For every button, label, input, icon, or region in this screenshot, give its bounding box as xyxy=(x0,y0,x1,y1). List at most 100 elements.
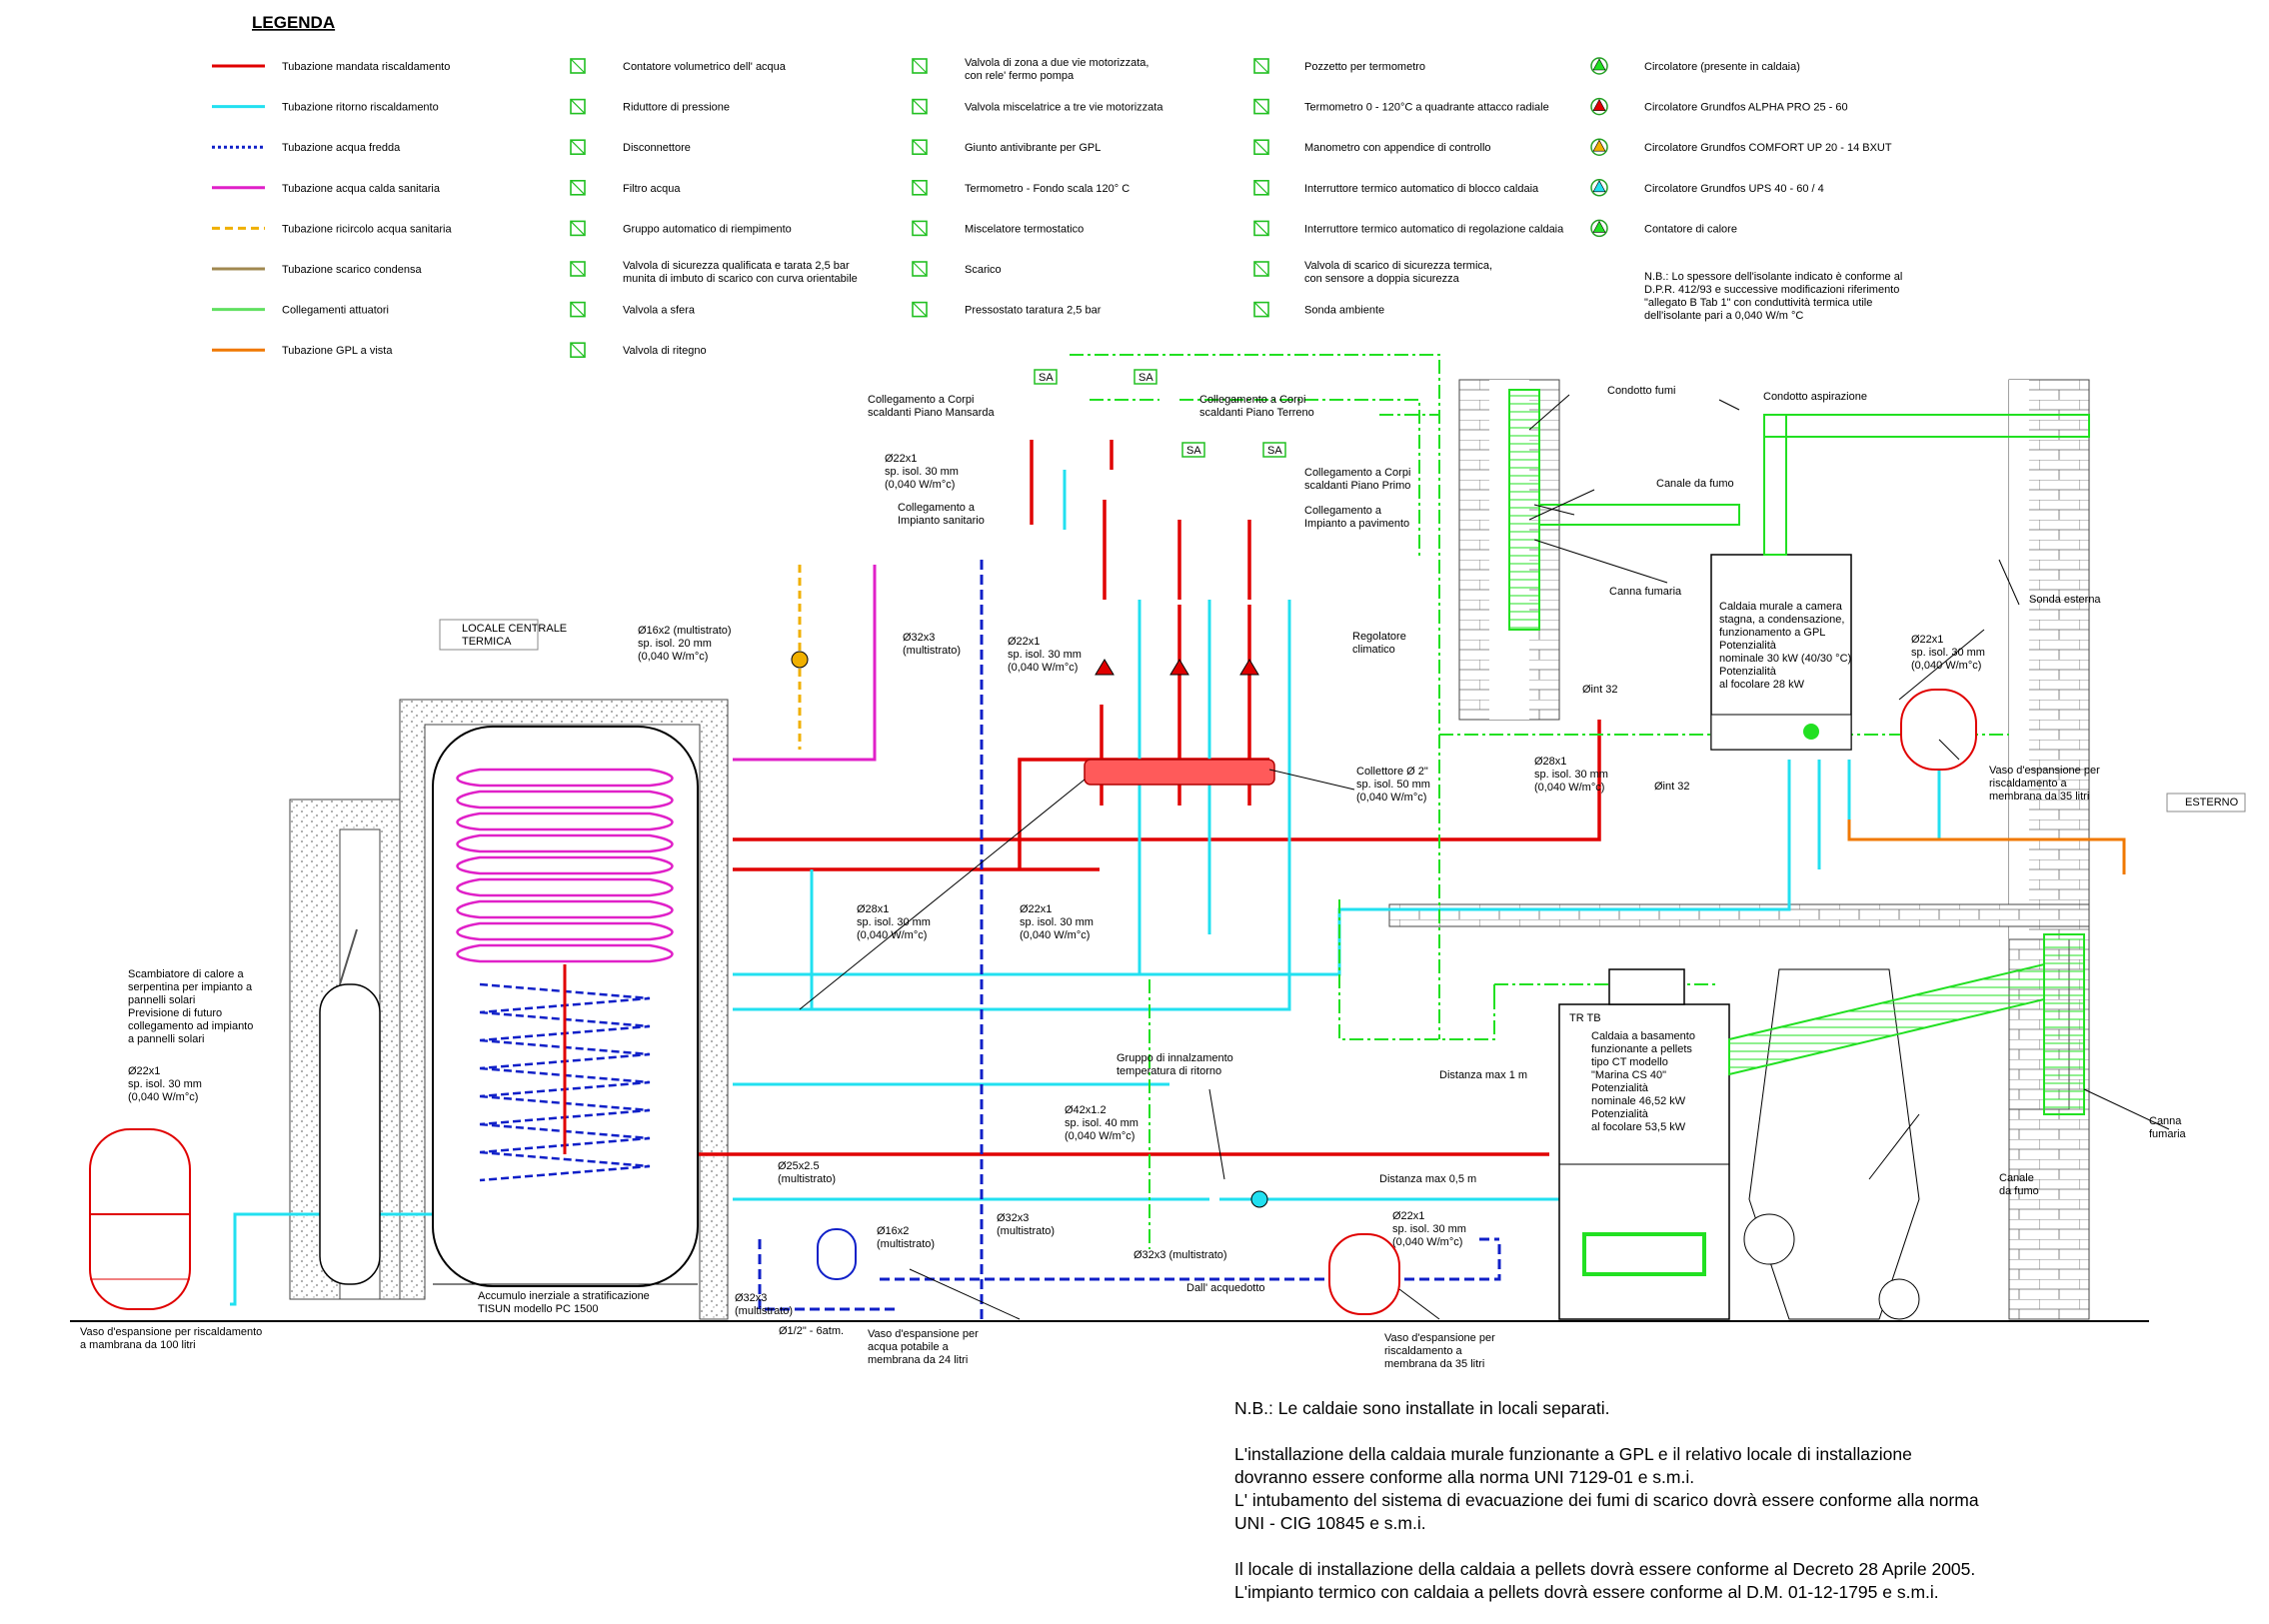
pipe-22-top-label-line: sp. isol. 30 mm xyxy=(885,466,959,478)
legend-label-line: Pressostato taratura 2,5 bar xyxy=(965,305,1102,317)
mansarda-label-line: Collegamento a Corpi xyxy=(868,394,974,406)
phi-32-a-label-line: Øint 32 xyxy=(1582,684,1617,696)
legend-label-line: con sensore a doppia sicurezza xyxy=(1304,273,1460,285)
note-line: L'installazione della caldaia murale fun… xyxy=(1234,1444,1912,1464)
tb-switch-icon xyxy=(1253,180,1269,196)
esterno-label-line: ESTERNO xyxy=(2185,797,2239,809)
smoke-channel-top xyxy=(1538,504,1740,526)
pipe-25-label-line: (multistrato) xyxy=(778,1173,836,1185)
canale-fumo-bottom-label-line: da fumo xyxy=(1999,1185,2039,1197)
actuator-links xyxy=(1070,354,2009,1249)
legend-label: Miscelatore termostatico xyxy=(965,223,1084,235)
smoke-channel-bottom xyxy=(1728,962,2045,1076)
pipe-42-label-line: sp. isol. 40 mm xyxy=(1065,1117,1138,1129)
canale-fumo-bottom-label-line: Canale xyxy=(1999,1172,2034,1184)
dial-thermometer-icon xyxy=(1253,98,1269,115)
phi-32-b-label: Øint 32 xyxy=(1654,781,1689,793)
legend-pipe-entry: Collegamenti attuatori xyxy=(212,305,389,317)
legend-label: Circolatore Grundfos COMFORT UP 20 - 14 … xyxy=(1644,142,1892,154)
legend-label-line: con rele' fermo pompa xyxy=(965,70,1075,82)
legend-label-line: Manometro con appendice di controllo xyxy=(1304,142,1491,154)
caldaia-pellets-label-line: Potenzialità xyxy=(1591,1108,1649,1120)
pipe-22-bottom-label-line: (0,040 W/m°c) xyxy=(1392,1236,1462,1248)
legend-label: Pozzetto per termometro xyxy=(1304,61,1425,73)
locale-centrale-label-line: TERMICA xyxy=(462,636,512,648)
legend-label-line: Termometro 0 - 120°C a quadrante attacco… xyxy=(1304,102,1549,114)
sonda-esterna-label-line: Sonda esterna xyxy=(2029,594,2101,606)
caldaia-murale-label-line: nominale 30 kW (40/30 °C) xyxy=(1719,653,1851,665)
legend-label-line: Valvola di scarico di sicurezza termica, xyxy=(1304,260,1492,272)
legend-label: Valvola di zona a due vie motorizzata,co… xyxy=(965,57,1148,82)
note-line: L'impianto termico con caldaia a pellets… xyxy=(1234,1582,1939,1602)
pipe-28-right-label-line: Ø28x1 xyxy=(1534,756,1566,768)
legend-entry: Disconnettore xyxy=(570,139,691,155)
caldaia-murale-label-line: Potenzialità xyxy=(1719,666,1777,678)
pressure-switch-icon xyxy=(912,301,928,318)
legend-label: Interruttore termico automatico di regol… xyxy=(1304,223,1564,235)
acquedotto-label: Dall' acquedotto xyxy=(1186,1282,1265,1294)
legend-pipe-entry: Tubazione GPL a vista xyxy=(212,345,393,357)
legend-label: Termometro - Fondo scala 120° C xyxy=(965,183,1130,195)
note-line: dovranno essere conforme alla norma UNI … xyxy=(1234,1467,1694,1487)
pipe-32-d-label-line: (multistrato) xyxy=(735,1305,793,1317)
vaso-35-bottom-label-line: membrana da 35 litri xyxy=(1384,1358,1484,1370)
pipe-22-mid-label-line: Ø22x1 xyxy=(1008,636,1040,648)
chimney-bottom xyxy=(2043,933,2085,1115)
legend-entry: Circolatore Grundfos COMFORT UP 20 - 14 … xyxy=(1590,138,1892,156)
legend-label-line: Valvola di ritegno xyxy=(623,345,707,357)
vaso-100-label-line: a mambrana da 100 litri xyxy=(80,1339,196,1351)
legend-label: Giunto antivibrante per GPL xyxy=(965,142,1101,154)
caldaia-pellets-label-line: funzionante a pellets xyxy=(1591,1043,1692,1055)
pipe-32-b-label-line: (multistrato) xyxy=(997,1225,1055,1237)
tr-tb-label: TR TB xyxy=(1569,1012,1601,1024)
condotto-aspirazione-label-line: Condotto aspirazione xyxy=(1763,391,1867,403)
legend-entry: Sonda ambiente xyxy=(1253,301,1384,318)
legend-entry: Scarico xyxy=(912,261,1002,277)
expansion-vessel-100 xyxy=(89,1128,191,1310)
legend-entry: Circolatore Grundfos UPS 40 - 60 / 4 xyxy=(1590,179,1824,197)
caldaia-murale-label-line: Potenzialità xyxy=(1719,640,1777,652)
circulator-icon xyxy=(1590,97,1608,116)
canna-fumaria-top-label-line: Canna fumaria xyxy=(1609,586,1682,598)
manifold xyxy=(1084,759,1275,786)
caldaia-murale-label-line: Caldaia murale a camera xyxy=(1719,601,1843,613)
mixing-valve-icon xyxy=(912,98,928,115)
sanitario-label-line: Collegamento a xyxy=(898,502,976,514)
legend-label-line: Miscelatore termostatico xyxy=(965,223,1084,235)
legend-label: Disconnettore xyxy=(623,142,691,154)
legend-label-line: Scarico xyxy=(965,264,1002,276)
pipe-16-label-line: Ø16x2 (multistrato) xyxy=(638,625,732,637)
caldaia-pellets-label-line: Caldaia a basamento xyxy=(1591,1030,1695,1042)
legend-entry: Valvola di ritegno xyxy=(570,342,707,359)
phi-12-label: Ø1/2" - 6atm. xyxy=(779,1325,844,1337)
expansion-vessel-35-bottom xyxy=(1328,1233,1400,1315)
sa-label: SA xyxy=(1138,372,1153,384)
gruppo-innalzamento-label-line: temperatura di ritorno xyxy=(1117,1065,1221,1077)
safety-valve-icon xyxy=(570,261,586,277)
room-sensor-icon: SA xyxy=(1262,442,1286,458)
legend-pipe-entry: Tubazione scarico condensa xyxy=(212,264,423,276)
scambiatore-label-line: collegamento ad impianto xyxy=(128,1020,253,1032)
phi-32-b-label-line: Øint 32 xyxy=(1654,781,1689,793)
pipe-22-top-label-line: Ø22x1 xyxy=(885,453,917,465)
circulator-icon xyxy=(1590,57,1608,75)
floor-slab xyxy=(1388,903,2090,927)
pipe-22-bottom-label-line: Ø22x1 xyxy=(1392,1210,1424,1222)
sa-label: SA xyxy=(1039,372,1054,384)
legend-pipe-entry: Tubazione ritorno riscaldamento xyxy=(212,102,439,114)
legend-label: Scarico xyxy=(965,264,1002,276)
legend-entry: Miscelatore termostatico xyxy=(912,220,1084,237)
pipe-16-b-label: Ø16x2(multistrato) xyxy=(877,1225,935,1250)
pipe-28-left-label-line: Ø28x1 xyxy=(857,903,889,915)
pavimento-label-line: Collegamento a xyxy=(1304,505,1382,517)
collettore-label-line: Collettore Ø 2" xyxy=(1356,766,1428,778)
circulator-icon xyxy=(1590,138,1608,156)
